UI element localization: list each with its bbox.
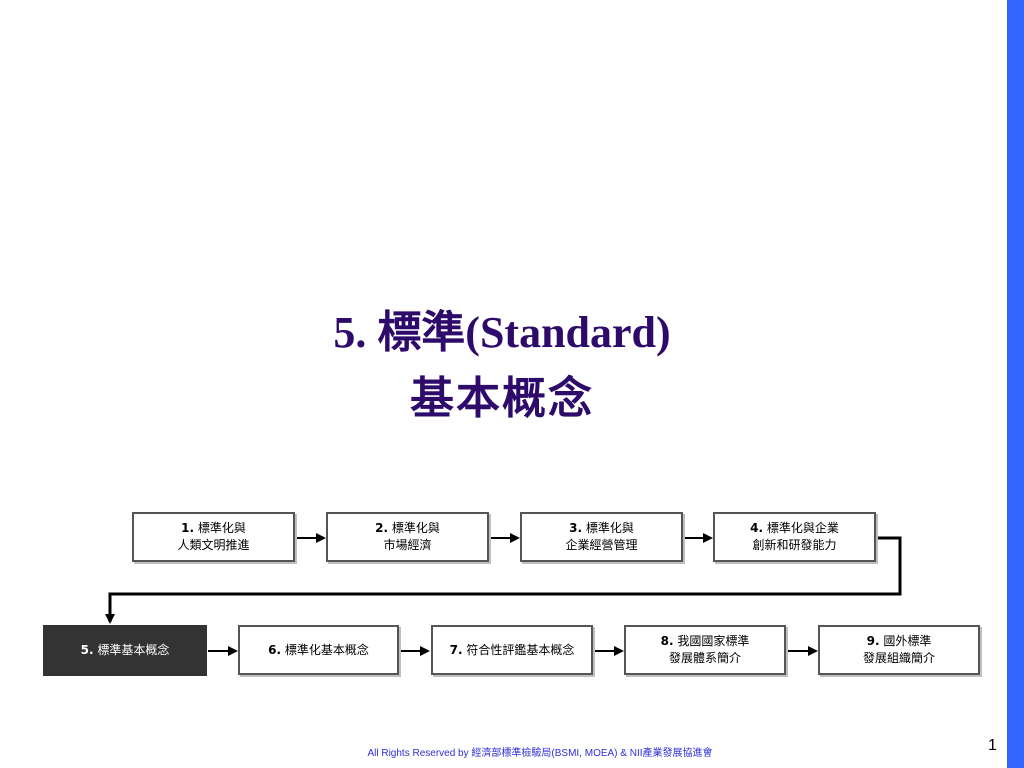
flow-step-6[interactable]: 6. 標準化基本概念 — [238, 625, 399, 675]
flow-step-1[interactable]: 1. 標準化與 人類文明推進 — [132, 512, 295, 562]
flow-step-3[interactable]: 3. 標準化與 企業經營管理 — [520, 512, 683, 562]
step-label: 標準化與 — [197, 521, 246, 535]
step-label-line2: 人類文明推進 — [177, 538, 250, 552]
step-number: 5. — [80, 643, 94, 657]
step-number: 2. — [375, 521, 389, 535]
step-label: 國外標準 — [883, 634, 932, 648]
step-label: 標準化與 — [391, 521, 440, 535]
step-label-line2: 發展體系簡介 — [668, 651, 741, 665]
step-number: 9. — [866, 634, 880, 648]
accent-bar — [1007, 0, 1024, 768]
step-number: 4. — [750, 521, 764, 535]
page-number: 1 — [988, 737, 997, 754]
step-label: 標準化與 — [585, 521, 634, 535]
step-label: 我國國家標準 — [677, 634, 750, 648]
flow-step-7[interactable]: 7. 符合性評鑑基本概念 — [431, 625, 593, 675]
step-label: 標準化基本概念 — [284, 642, 369, 657]
title-line-2: 基本概念 — [410, 374, 594, 423]
title-line-1: 5. 標準(Standard) — [333, 308, 671, 357]
flow-step-8[interactable]: 8. 我國國家標準 發展體系簡介 — [624, 625, 786, 675]
copyright-footer: All Rights Reserved by 經濟部標準檢驗局(BSMI, MO… — [367, 748, 713, 759]
flow-step-9[interactable]: 9. 國外標準 發展組織簡介 — [818, 625, 980, 675]
flow-step-4[interactable]: 4. 標準化與企業 創新和研發能力 — [713, 512, 876, 562]
step-number: 1. — [181, 521, 195, 535]
step-number: 3. — [569, 521, 583, 535]
step-number: 6. — [268, 642, 282, 657]
step-label-line2: 發展組織簡介 — [862, 651, 935, 665]
step-label: 標準基本概念 — [97, 643, 170, 657]
flow-step-5-current[interactable]: 5. 標準基本概念 — [43, 625, 207, 676]
step-label: 符合性評鑑基本概念 — [466, 642, 575, 657]
step-label: 標準化與企業 — [766, 521, 839, 535]
step-label-line2: 市場經濟 — [383, 538, 432, 552]
step-number: 8. — [660, 634, 674, 648]
flow-step-2[interactable]: 2. 標準化與 市場經濟 — [326, 512, 489, 562]
step-label-line2: 企業經營管理 — [565, 538, 638, 552]
step-number: 7. — [449, 642, 463, 657]
slide-title: 5. 標準(Standard) 基本概念 — [0, 300, 1004, 432]
step-label-line2: 創新和研發能力 — [752, 538, 837, 552]
